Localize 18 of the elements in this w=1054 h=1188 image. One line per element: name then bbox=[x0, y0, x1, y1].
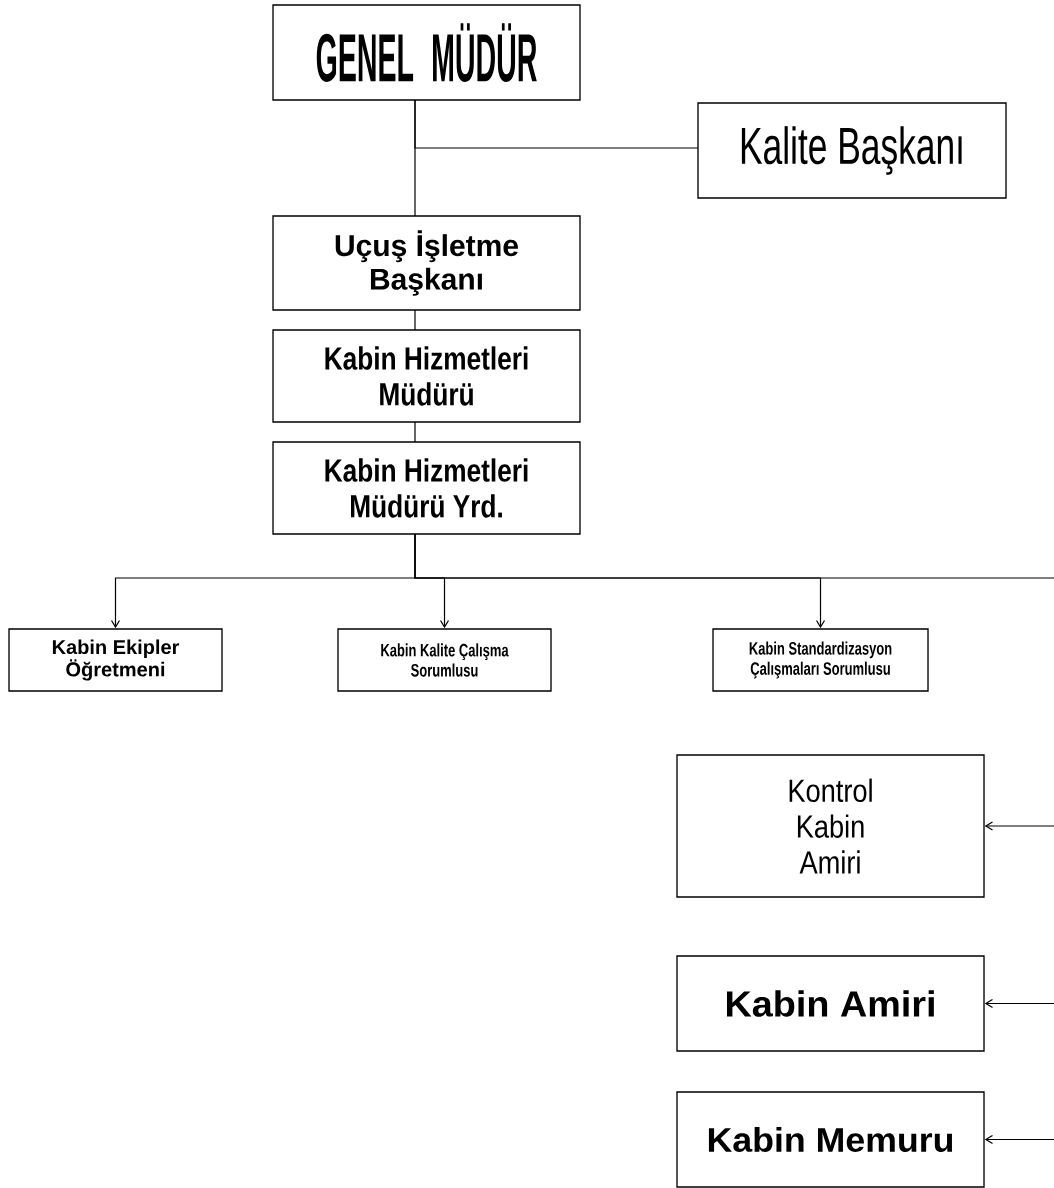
connector bbox=[984, 821, 1054, 831]
org-box: Kontrol Kabin Amiri bbox=[676, 754, 985, 898]
org-box: Uçuş İşletme Başkanı bbox=[272, 215, 581, 311]
connector bbox=[414, 533, 826, 629]
org-box: Kabin Ekipler Öğretmeni bbox=[8, 628, 223, 692]
org-box: GENEL MÜDÜR bbox=[272, 4, 581, 101]
connector bbox=[984, 1134, 1054, 1145]
org-box: Kabin Kalite Çalışma Sorumlusu bbox=[337, 628, 552, 692]
org-box: Kabin Hizmetleri Müdürü bbox=[272, 329, 581, 423]
connector bbox=[414, 309, 416, 331]
connector bbox=[414, 99, 699, 149]
org-box: Kabin Standardizasyon Çalışmaları Sorumlusu bbox=[712, 628, 929, 692]
connector bbox=[414, 421, 416, 443]
org-box: Kalite Başkanı bbox=[697, 102, 1007, 199]
connector bbox=[984, 998, 1054, 1009]
org-box: Kabin Memuru bbox=[676, 1091, 985, 1188]
org-box: Kabin Amiri bbox=[676, 955, 985, 1052]
org-box: Kabin Hizmetleri Müdürü Yrd. bbox=[272, 441, 581, 535]
